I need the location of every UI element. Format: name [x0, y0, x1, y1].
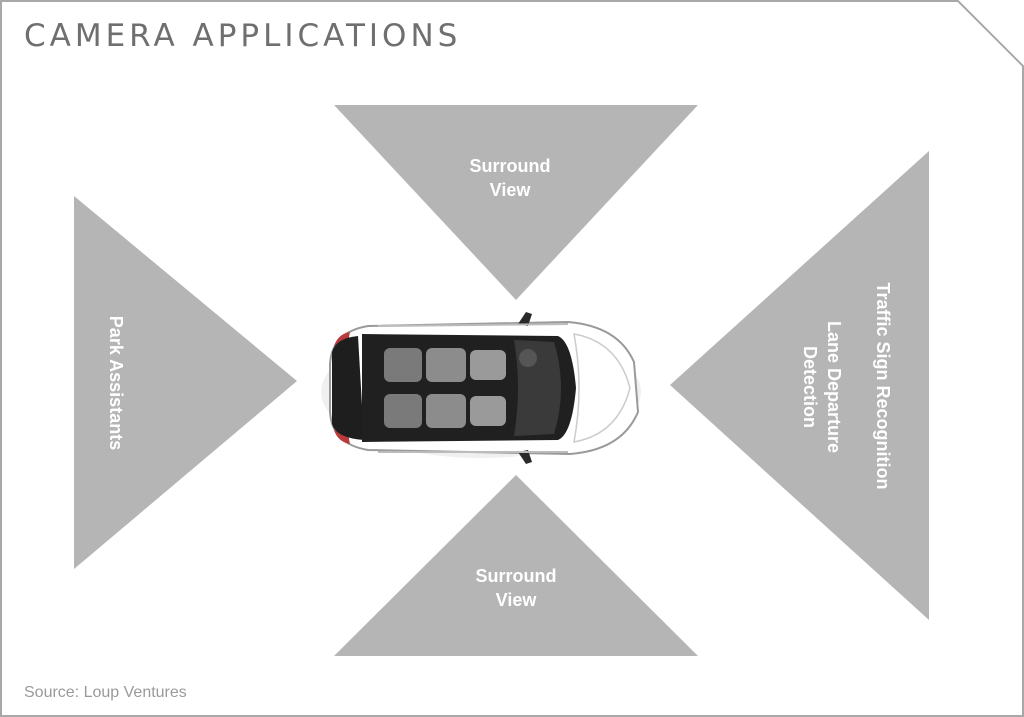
zone-front-triangle — [334, 105, 698, 300]
zone-rear-triangle — [334, 475, 698, 656]
car-top-view-icon — [321, 312, 641, 464]
page-title: CAMERA APPLICATIONS — [24, 18, 462, 54]
source-note: Source: Loup Ventures — [24, 684, 187, 701]
zone-right-outer-label: Traffic Sign Recognition — [871, 246, 895, 526]
zone-left-triangle — [74, 196, 297, 569]
zone-right-triangle — [670, 151, 929, 620]
zone-front-label-line-1: Surround — [469, 156, 551, 176]
zone-right-inner-label-line-2: Detection — [800, 345, 820, 428]
zone-rear-label: Surround View — [416, 564, 616, 612]
zone-left-label: Park Assistants — [104, 283, 128, 483]
zone-right-inner-label: Lane Departure Detection — [798, 267, 846, 507]
zone-front-label-line-2: View — [489, 180, 531, 200]
zone-left-label-line-1: Park Assistants — [106, 315, 126, 451]
zone-front-label: Surround View — [410, 154, 610, 202]
zone-rear-label-line-2: View — [495, 590, 537, 610]
zone-right-outer-label-line-1: Traffic Sign Recognition — [873, 282, 893, 490]
zone-rear-label-line-1: Surround — [475, 566, 557, 586]
zone-right-inner-label-line-1: Lane Departure — [824, 320, 844, 454]
